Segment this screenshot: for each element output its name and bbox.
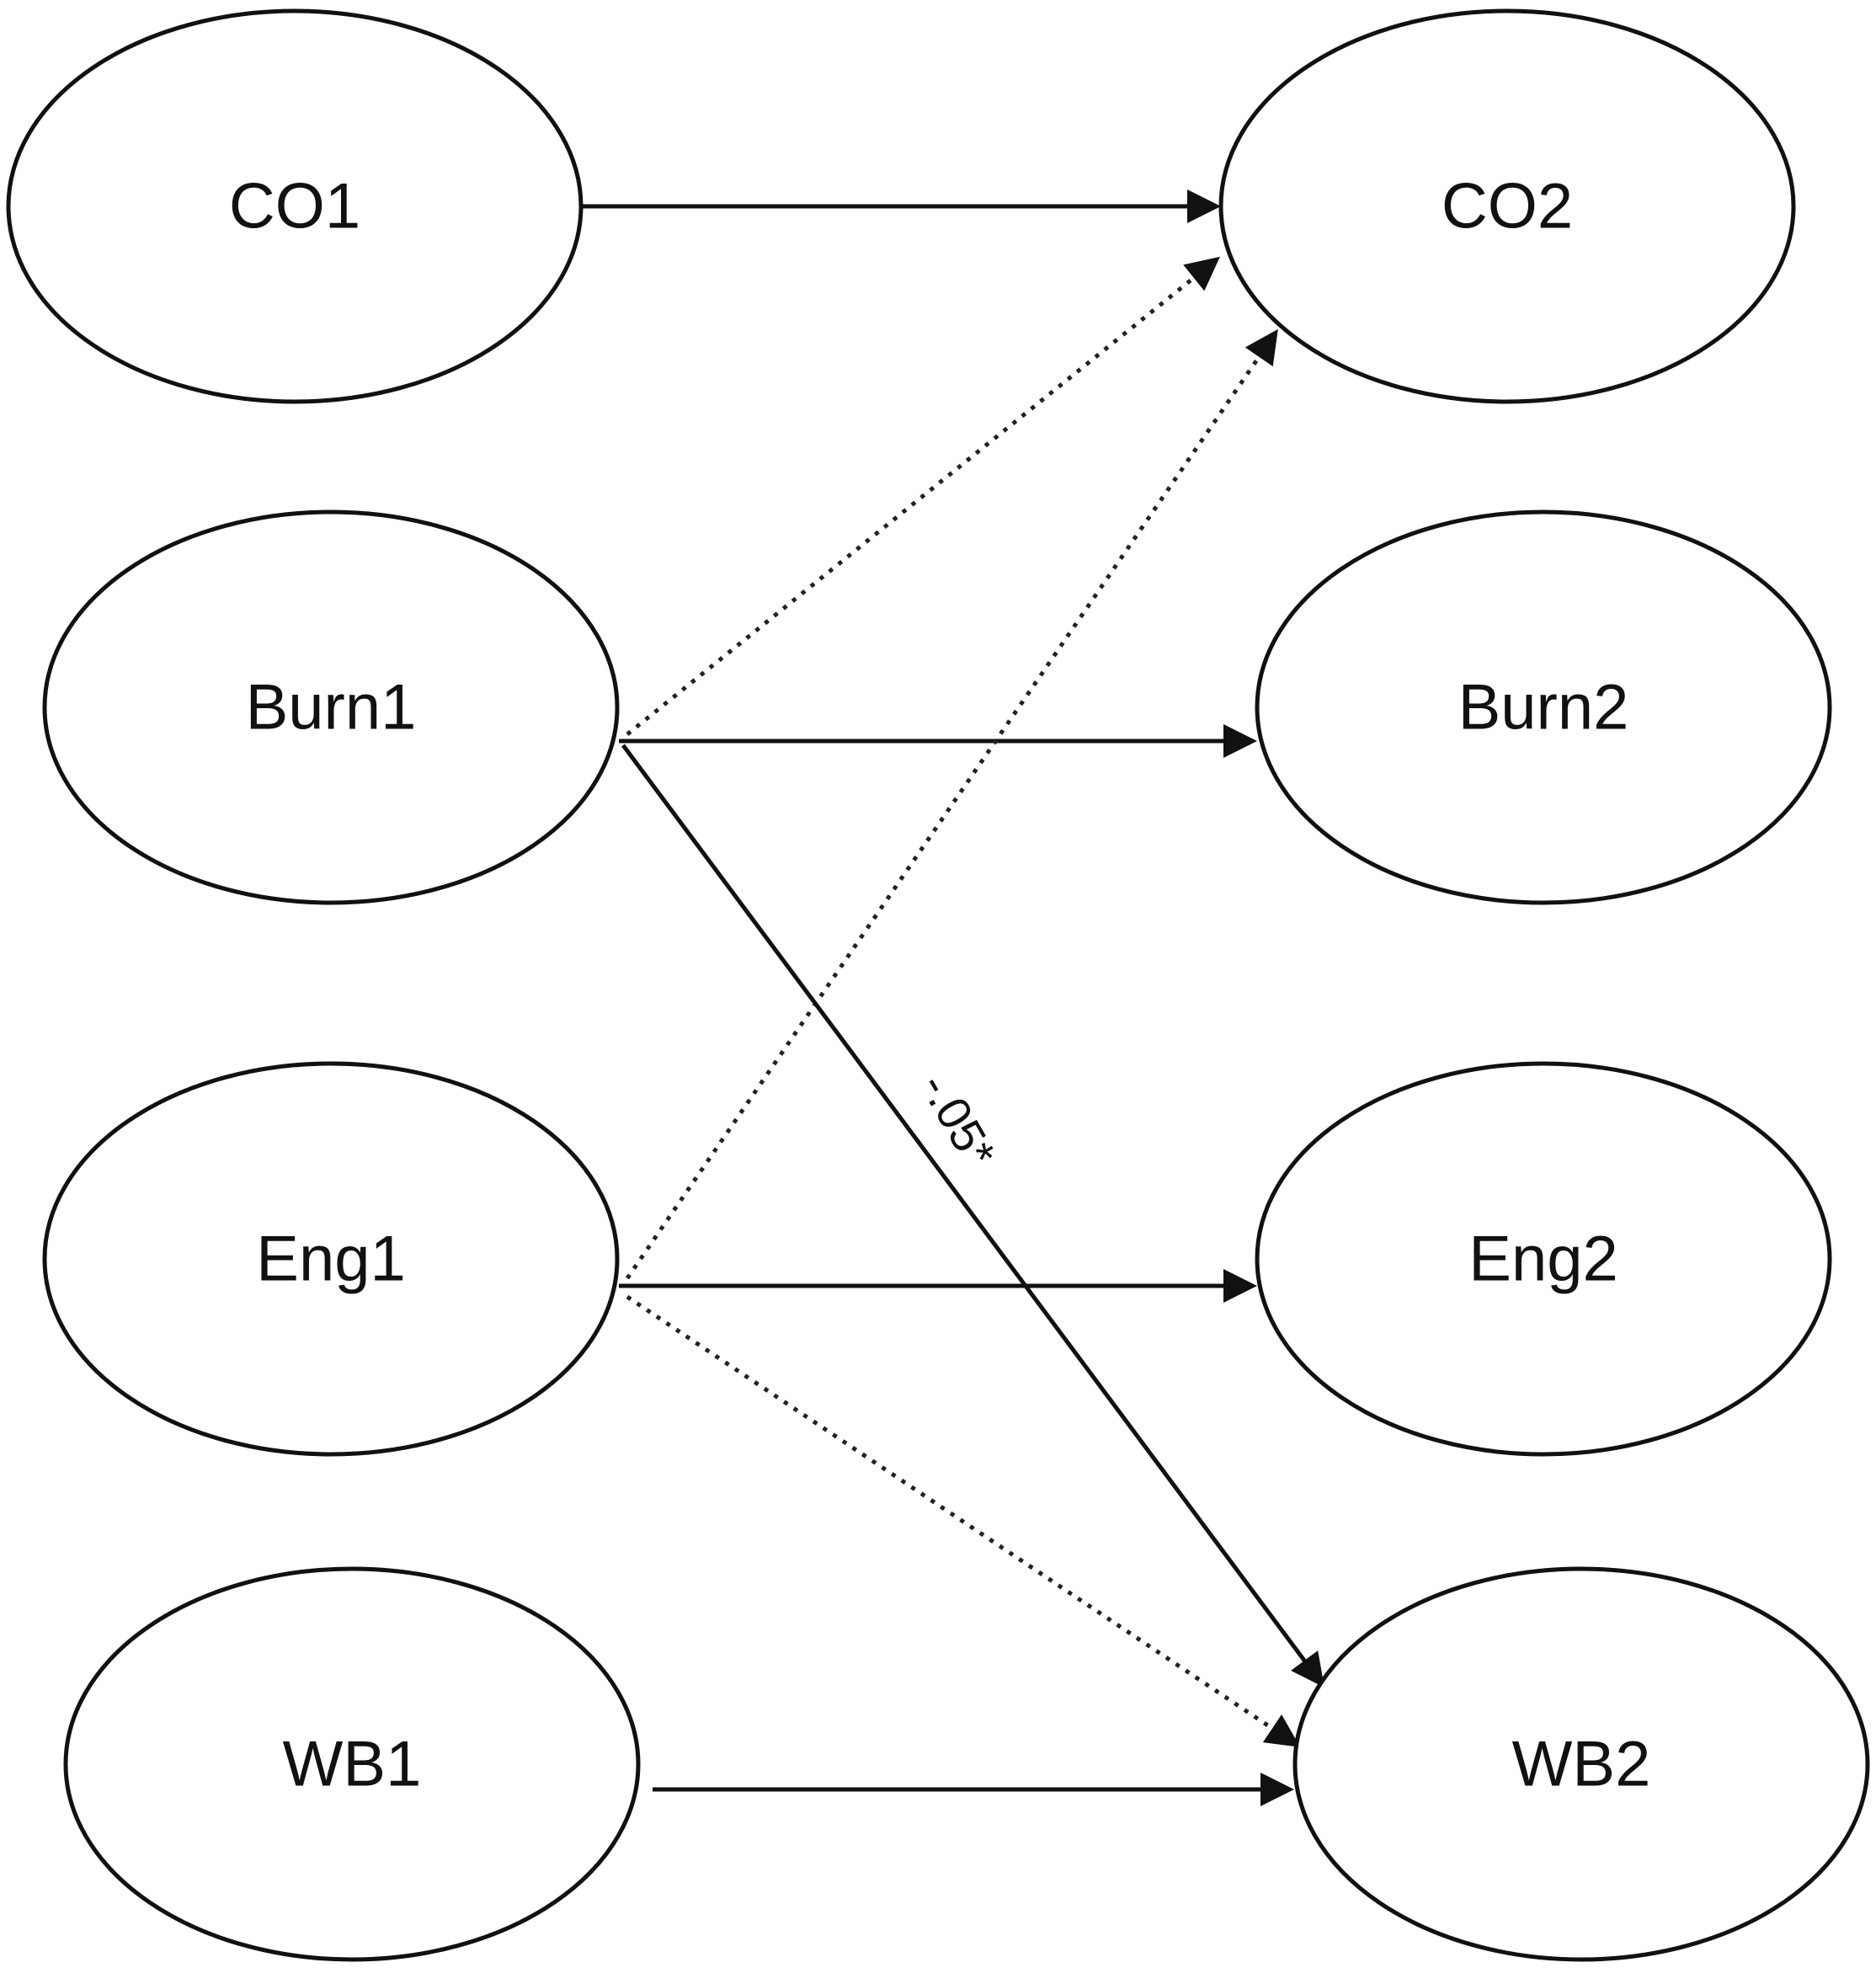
node-co2-label: CO2 xyxy=(1442,171,1573,243)
edge-burn1-wb2-label: -.05* xyxy=(910,1064,1006,1176)
node-co1: CO1 xyxy=(6,8,584,404)
node-eng1: Eng1 xyxy=(42,1061,620,1457)
node-eng1-ellipse xyxy=(42,1061,620,1457)
node-eng2-label: Eng2 xyxy=(1468,1224,1618,1295)
node-burn1-label: Burn1 xyxy=(246,672,417,744)
node-wb2-ellipse xyxy=(1292,1566,1870,1962)
node-co2-ellipse xyxy=(1218,8,1796,404)
node-co2: CO2 xyxy=(1218,8,1796,404)
node-burn2-label: Burn2 xyxy=(1458,672,1629,744)
node-wb1-label: WB1 xyxy=(283,1729,422,1800)
node-burn1: Burn1 xyxy=(42,509,620,905)
node-eng2: Eng2 xyxy=(1255,1061,1832,1457)
node-burn2-ellipse xyxy=(1255,509,1832,905)
node-wb2-label: WB2 xyxy=(1512,1729,1651,1800)
edge-burn1-co2-arrow xyxy=(626,256,1220,736)
node-wb1: WB1 xyxy=(63,1566,641,1962)
edge-labels-layer: -.05* xyxy=(910,1064,1006,1176)
node-wb1-ellipse xyxy=(63,1566,641,1962)
node-burn1-ellipse xyxy=(42,509,620,905)
node-eng2-ellipse xyxy=(1255,1061,1832,1457)
node-co1-label: CO1 xyxy=(229,171,360,243)
node-wb2: WB2 xyxy=(1292,1566,1870,1962)
edge-eng1-co2-arrow xyxy=(625,328,1278,1280)
edge-eng1-wb2-arrow xyxy=(626,1294,1301,1747)
edges-layer xyxy=(581,189,1324,1806)
node-eng1-label: Eng1 xyxy=(256,1224,406,1295)
node-burn2: Burn2 xyxy=(1255,509,1832,905)
edge-burn1-wb2-arrow xyxy=(621,744,1324,1688)
node-co1-ellipse xyxy=(6,8,584,404)
